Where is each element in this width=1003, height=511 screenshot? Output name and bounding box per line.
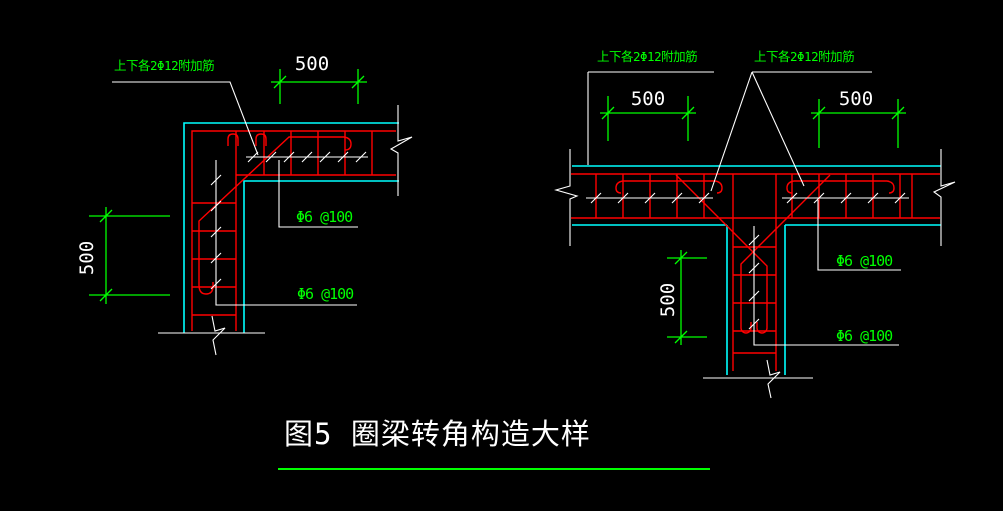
left-dim-top: [271, 69, 367, 104]
left-dim-side: [89, 207, 170, 304]
left-stirrups: [192, 131, 373, 316]
right-dim-stem-value: 500: [657, 283, 679, 317]
right-stirrup-label-lower: Φ6 @100: [836, 327, 893, 345]
left-outline-outer: [183, 122, 399, 333]
left-annotation-lines: [112, 81, 413, 356]
right-rebar: [571, 173, 940, 371]
right-additional-bars-label-right: 上下各2Φ12附加筋: [754, 49, 854, 64]
right-additional-bars-label-left: 上下各2Φ12附加筋: [597, 49, 697, 64]
left-additional-bars-label: 上下各2Φ12附加筋: [114, 58, 214, 73]
right-additional-top-bars: [615, 180, 895, 194]
right-junction-diagonal-bars: [675, 174, 831, 334]
left-label-leader: [112, 81, 259, 156]
right-dimensions: [600, 96, 906, 345]
title-block: 图5 圈梁转角构造大样: [278, 417, 710, 470]
left-bar-hooks: [227, 133, 267, 146]
right-dim-left: [600, 96, 696, 141]
left-centerline-ticks: [210, 151, 367, 290]
right-label-leaders: [587, 71, 872, 192]
figure-title: 图5 圈梁转角构造大样: [284, 417, 591, 451]
left-dimensions: [89, 69, 367, 304]
right-detail: 上下各2Φ12附加筋 上下各2Φ12附加筋 500 500 500 Φ6 @10…: [553, 49, 956, 399]
left-break-lines: [158, 105, 413, 356]
left-detail: 上下各2Φ12附加筋 500 500 Φ6 @100 Φ6 @100: [76, 53, 413, 356]
right-stirrup-label-upper: Φ6 @100: [836, 252, 893, 270]
right-centerline-ticks: [590, 192, 906, 330]
right-main-bars: [571, 173, 940, 371]
right-beam-outline: [572, 165, 941, 375]
right-centerlines: [586, 197, 909, 346]
left-beam-outline: [183, 122, 399, 333]
right-outline: [572, 165, 941, 375]
right-dim-right-value: 500: [839, 88, 873, 110]
right-break-lines: [553, 149, 956, 399]
right-dim-left-value: 500: [631, 88, 665, 110]
left-stirrup-label-lower: Φ6 @100: [297, 285, 354, 303]
left-outline-inner: [243, 180, 399, 333]
left-dim-side-value: 500: [76, 241, 98, 275]
left-stirrup-label-upper: Φ6 @100: [296, 208, 353, 226]
right-dim-right: [811, 99, 906, 148]
left-centerlines: [215, 156, 368, 306]
left-corner-diagonal-bar: [198, 136, 352, 295]
right-annotation-lines: [553, 71, 956, 399]
right-dim-stem: [667, 250, 707, 345]
left-dim-top-value: 500: [295, 53, 329, 75]
left-rebar: [191, 130, 396, 331]
